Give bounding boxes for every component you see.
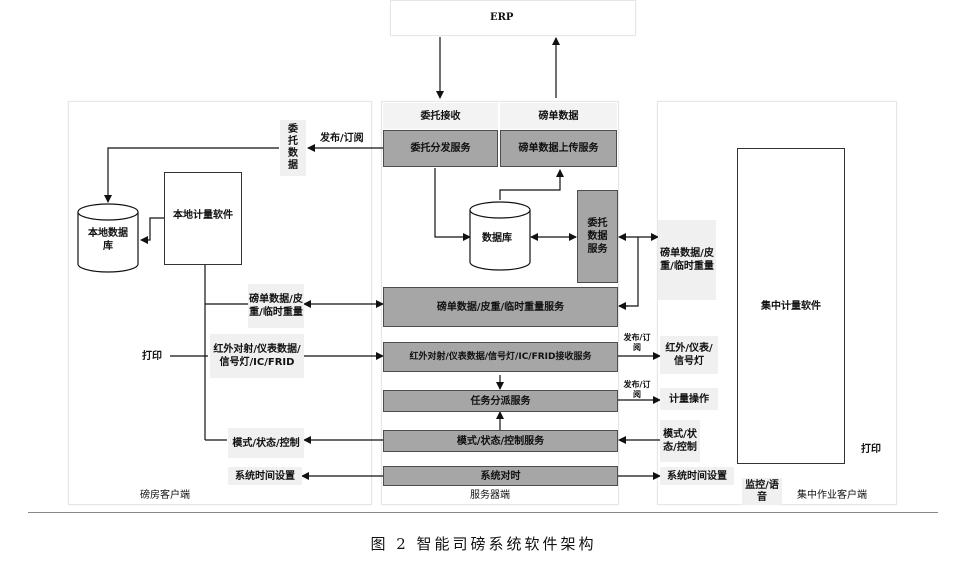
commission-data-service: 委托数据服务 [577,190,618,283]
left-ir-data-label: 红外对射/仪表数据/信号灯/IC/FRID [213,344,301,368]
left-commission-data-label: 委托数据 [288,124,298,171]
left-mode-control-label: 模式/状态/控制 [232,437,300,449]
local-database-cylinder [77,203,139,273]
figure-caption: 图 2 智能司磅系统软件架构 [370,535,597,553]
left-time-setting: 系统时间设置 [228,467,302,485]
weigh-tare-service: 磅单数据/皮重/临时重量服务 [383,287,618,327]
right-weigh-tare: 磅单数据/皮重/临时重量 [658,220,716,300]
right-mode-label: 模式/状态/控制 [663,429,697,453]
right-monitor-voice-label: 监控/语音 [745,479,779,503]
local-software-box: 本地计量软件 [164,172,242,265]
commission-receive-header: 委托接收 [383,103,498,129]
right-monitor-voice: 监控/语音 [742,478,782,505]
right-time-setting: 系统时间设置 [660,467,734,485]
left-mode-control: 模式/状态/控制 [228,428,304,458]
database-cylinder [469,201,531,271]
left-weigh-tare-label: 磅单数据/皮重/临时重量 [249,294,303,318]
central-software-box: 集中计量软件 [737,148,845,464]
upload-service: 磅单数据上传服务 [500,130,617,167]
dispatch-service: 委托分发服务 [383,130,498,167]
commission-data-service-label: 委托数据服务 [587,218,608,255]
server-footer: 服务器端 [470,490,510,501]
left-pub-sub: 发布/订阅 [320,133,364,144]
left-print: 打印 [142,351,162,362]
right-footer: 集中作业客户端 [797,490,867,501]
weigh-data-header: 磅单数据 [500,103,617,129]
time-sync-service: 系统对时 [383,466,618,486]
right-mode: 模式/状态/控制 [660,420,700,462]
erp-label: ERP [490,12,514,23]
left-ir-data: 红外对射/仪表数据/信号灯/IC/FRID [210,334,304,378]
right-ir-signal: 红外/仪表/信号灯 [660,336,718,374]
right-pub-sub-1: 发布/订阅 [623,333,651,352]
right-ir-signal-label: 红外/仪表/信号灯 [665,343,713,367]
left-commission-data: 委托数据 [280,120,306,176]
ir-receive-service: 红外对射/仪表数据/信号灯/IC/FRID接收服务 [383,342,618,372]
right-print: 打印 [861,444,881,455]
right-measure-op: 计量操作 [660,388,718,410]
local-software-label: 本地计量软件 [173,210,233,221]
mode-status-service: 模式/状态/控制服务 [383,430,618,452]
erp-panel [390,0,636,36]
local-db-label: 本地数据库 [88,228,128,252]
left-weigh-tare: 磅单数据/皮重/临时重量 [248,284,304,328]
caption-rule [28,512,938,513]
right-pub-sub-2: 发布/订阅 [623,380,651,399]
database-label: 数据库 [482,233,512,244]
task-dispatch-service: 任务分派服务 [383,390,618,412]
central-software-label: 集中计量软件 [761,300,821,312]
left-footer: 磅房客户端 [140,490,190,501]
right-weigh-tare-label: 磅单数据/皮重/临时重量 [660,248,714,272]
